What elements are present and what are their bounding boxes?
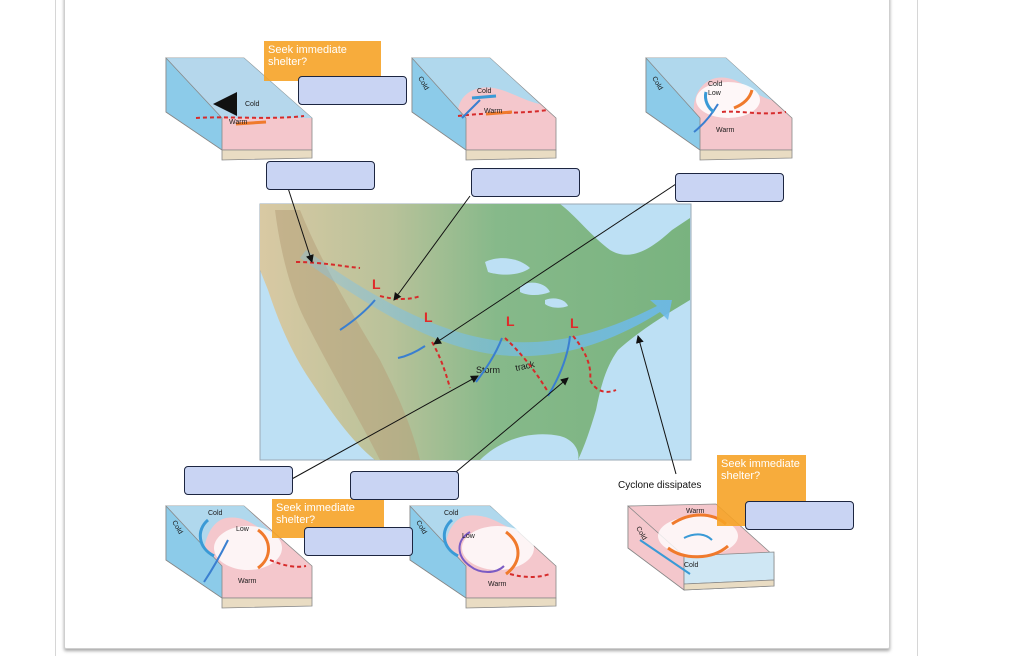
note-2-text: Seek immediate shelter? (276, 502, 355, 526)
answer-box-1[interactable] (298, 76, 407, 105)
answer-box-2[interactable] (266, 161, 375, 190)
diagram-4-warm-label: Warm (238, 578, 257, 585)
diagram-3-low-label: Low (708, 90, 722, 97)
low-pressure-marker-4: L (570, 315, 579, 331)
cyclone-dissipates-label: Cyclone dissipates (618, 480, 702, 491)
diagram-6-cold-label: Cold (684, 562, 699, 569)
note-1-text: Seek immediate shelter? (268, 44, 347, 68)
diagram-3-cold-label: Cold (708, 81, 723, 88)
stage-diagram-3: Cold Cold Low Warm (645, 56, 793, 161)
diagram-2-warm-label: Warm (484, 108, 503, 115)
storm-track-label-storm: Storm (476, 365, 500, 375)
right-frame-edge (917, 0, 918, 656)
low-pressure-marker-2: L (424, 309, 433, 325)
stage-diagram-2: Cold Cold Warm (411, 56, 557, 161)
north-america-map: Storm track L L L L (259, 203, 692, 461)
stage-diagram-1: Cold Warm (165, 56, 313, 161)
diagram-6-warm-label: Warm (686, 508, 705, 515)
diagram-5-low-label: Low (462, 533, 476, 540)
diagram-3-warm-label: Warm (716, 127, 735, 134)
diagram-4-cold-label: Cold (208, 510, 223, 517)
diagram-4-low-label: Low (236, 526, 250, 533)
answer-box-3[interactable] (471, 168, 580, 197)
answer-box-7[interactable] (304, 527, 413, 556)
storm-track-label-track: track (514, 359, 536, 373)
diagram-5-warm-label: Warm (488, 581, 507, 588)
answer-box-4[interactable] (675, 173, 784, 202)
note-3-text: Seek immediate shelter? (721, 458, 800, 482)
diagram-5-cold-label: Cold (444, 510, 459, 517)
left-frame-edge (55, 0, 56, 656)
diagram-1-cold-label: Cold (245, 101, 260, 108)
low-pressure-marker-3: L (506, 313, 515, 329)
stage-diagram-4: Cold Cold Low Warm (165, 504, 313, 609)
answer-box-5[interactable] (184, 466, 293, 495)
stage-diagram-5: Cold Cold Low Warm (409, 504, 557, 609)
answer-box-6[interactable] (350, 471, 459, 500)
low-pressure-marker-1: L (372, 276, 381, 292)
diagram-1-warm-label: Warm (229, 119, 248, 126)
leader-lines (287, 183, 677, 481)
answer-box-8[interactable] (745, 501, 854, 530)
diagram-2-cold-label: Cold (477, 88, 492, 95)
note-1: Seek immediate shelter? (264, 41, 381, 81)
